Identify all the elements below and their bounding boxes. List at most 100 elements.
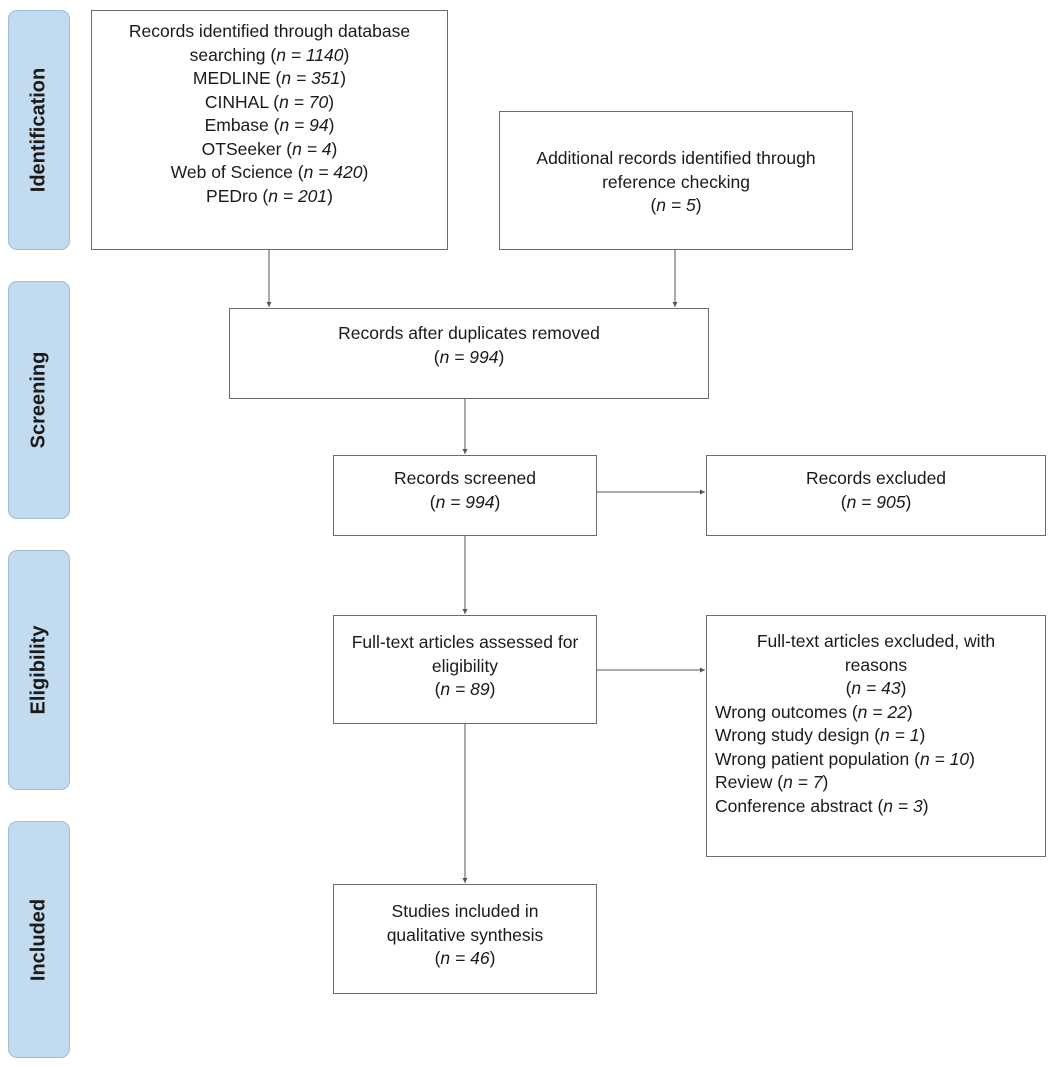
fulltext-excluded-header: Full-text articles excluded, with reasons… bbox=[707, 630, 1045, 701]
count-value: n = 1140 bbox=[276, 44, 344, 65]
records-screened-box: Records screened (n = 994) bbox=[333, 455, 597, 536]
box-text-line: reference checking bbox=[500, 171, 852, 195]
box-text-line: CINHAL (n = 70) bbox=[92, 91, 447, 115]
count-value: n = 10 bbox=[919, 748, 970, 769]
phase-screening: Screening bbox=[8, 281, 70, 519]
line-text: reference checking bbox=[602, 171, 750, 192]
box-text-line: Review (n = 7) bbox=[715, 771, 1045, 795]
line-text-suffix: ) bbox=[905, 491, 912, 512]
box-text-line: (n = 5) bbox=[500, 194, 852, 218]
box-text-line: Additional records identified through bbox=[500, 147, 852, 171]
line-text-suffix: ) bbox=[822, 772, 829, 792]
line-text-suffix: ) bbox=[494, 491, 501, 512]
line-text: Records after duplicates removed bbox=[338, 323, 600, 343]
line-text-suffix: ) bbox=[340, 68, 347, 88]
line-text: ( bbox=[434, 679, 441, 699]
line-text: Full-text articles excluded, with bbox=[756, 631, 996, 651]
box-text-line: Wrong patient population (n = 10) bbox=[715, 748, 1045, 772]
line-text: Records screened bbox=[393, 468, 537, 488]
line-text-suffix: ) bbox=[362, 162, 369, 182]
line-text: Additional records identified through bbox=[536, 148, 816, 168]
database-search-box: Records identified through database searc… bbox=[91, 10, 448, 250]
line-text: Records identified through database bbox=[128, 21, 411, 41]
box-text-line: Records identified through database bbox=[92, 20, 447, 44]
box-text-line: OTSeeker (n = 4) bbox=[92, 138, 447, 162]
count-value: n = 94 bbox=[279, 115, 329, 135]
box-text-line: Full-text articles assessed for bbox=[334, 631, 596, 655]
line-text-suffix: ) bbox=[498, 346, 505, 367]
box-text-line: MEDLINE (n = 351) bbox=[92, 67, 447, 91]
line-text: Wrong study design ( bbox=[715, 725, 881, 745]
line-text: CINHAL ( bbox=[204, 91, 280, 112]
fulltext-assessed-box: Full-text articles assessed for eligibili… bbox=[333, 615, 597, 724]
box-text-line: PEDro (n = 201) bbox=[92, 185, 447, 209]
box-text-line: Studies included in bbox=[334, 900, 596, 924]
line-text: ( bbox=[433, 346, 440, 367]
line-text: Embase ( bbox=[204, 115, 280, 135]
line-text: ( bbox=[650, 195, 657, 215]
line-text: Review ( bbox=[715, 772, 784, 792]
line-text-suffix: ) bbox=[906, 701, 913, 722]
line-text: Studies included in bbox=[391, 901, 539, 921]
box-text-line: Records excluded bbox=[707, 467, 1045, 491]
box-text-line: Web of Science (n = 420) bbox=[92, 161, 447, 185]
line-text-suffix: ) bbox=[489, 679, 496, 699]
fulltext-excluded-box: Full-text articles excluded, with reasons… bbox=[706, 615, 1046, 857]
box-text-line: Full-text articles excluded, with bbox=[707, 630, 1045, 654]
count-value: n = 994 bbox=[435, 491, 495, 512]
box-text-line: searching (n = 1140) bbox=[92, 44, 447, 68]
count-value: n = 4 bbox=[292, 138, 332, 159]
line-text-suffix: ) bbox=[343, 44, 350, 65]
line-text: OTSeeker ( bbox=[201, 138, 293, 159]
line-text: PEDro ( bbox=[206, 185, 269, 206]
line-text: Full-text articles assessed for bbox=[351, 632, 579, 652]
line-text: ( bbox=[840, 491, 847, 512]
studies-included-box: Studies included in qualitative synthesis… bbox=[333, 884, 597, 994]
box-text-line: (n = 994) bbox=[334, 491, 596, 515]
count-value: n = 201 bbox=[268, 185, 328, 206]
line-text: Wrong patient population ( bbox=[715, 748, 920, 769]
box-text-line: Embase (n = 94) bbox=[92, 114, 447, 138]
line-text-suffix: ) bbox=[331, 138, 338, 159]
line-text-suffix: ) bbox=[919, 725, 926, 745]
box-text-line: eligibility bbox=[334, 655, 596, 679]
box-text-line: (n = 905) bbox=[707, 491, 1045, 515]
line-text: Web of Science ( bbox=[170, 162, 304, 182]
line-text-suffix: ) bbox=[327, 185, 333, 206]
phase-eligibility: Eligibility bbox=[8, 550, 70, 790]
line-text-suffix: ) bbox=[328, 115, 335, 135]
box-text-line: Records screened bbox=[334, 467, 596, 491]
line-text: MEDLINE ( bbox=[192, 68, 282, 88]
line-text: reasons bbox=[844, 654, 908, 675]
box-text-line: (n = 43) bbox=[707, 677, 1045, 701]
line-text: ( bbox=[434, 948, 441, 968]
phase-identification: Identification bbox=[8, 10, 70, 250]
box-text-line: Conference abstract (n = 3) bbox=[715, 795, 1045, 819]
line-text-suffix: ) bbox=[489, 948, 496, 968]
count-value: n = 7 bbox=[783, 772, 823, 792]
line-text: searching ( bbox=[189, 44, 277, 65]
box-text-line: qualitative synthesis bbox=[334, 924, 596, 948]
count-value: n = 89 bbox=[440, 679, 490, 699]
count-value: n = 351 bbox=[281, 68, 341, 88]
phase-included: Included bbox=[8, 821, 70, 1058]
count-value: n = 43 bbox=[851, 678, 901, 698]
line-text: Conference abstract ( bbox=[715, 795, 884, 816]
count-value: n = 994 bbox=[439, 346, 499, 367]
line-text: Wrong outcomes ( bbox=[715, 701, 858, 722]
line-text: ( bbox=[845, 678, 852, 698]
line-text-suffix: ) bbox=[695, 195, 702, 215]
count-value: n = 905 bbox=[846, 491, 906, 512]
additional-records-box: Additional records identified through ref… bbox=[499, 111, 853, 250]
box-text-line: (n = 89) bbox=[334, 678, 596, 702]
records-excluded-box: Records excluded(n = 905) bbox=[706, 455, 1046, 536]
box-text-line: Wrong study design (n = 1) bbox=[715, 724, 1045, 748]
count-value: n = 1 bbox=[880, 725, 920, 745]
line-text-suffix: ) bbox=[969, 748, 975, 769]
line-text-suffix: ) bbox=[900, 678, 907, 698]
line-text-suffix: ) bbox=[328, 91, 335, 112]
count-value: n = 5 bbox=[656, 195, 696, 215]
box-text-line: (n = 994) bbox=[230, 346, 708, 370]
